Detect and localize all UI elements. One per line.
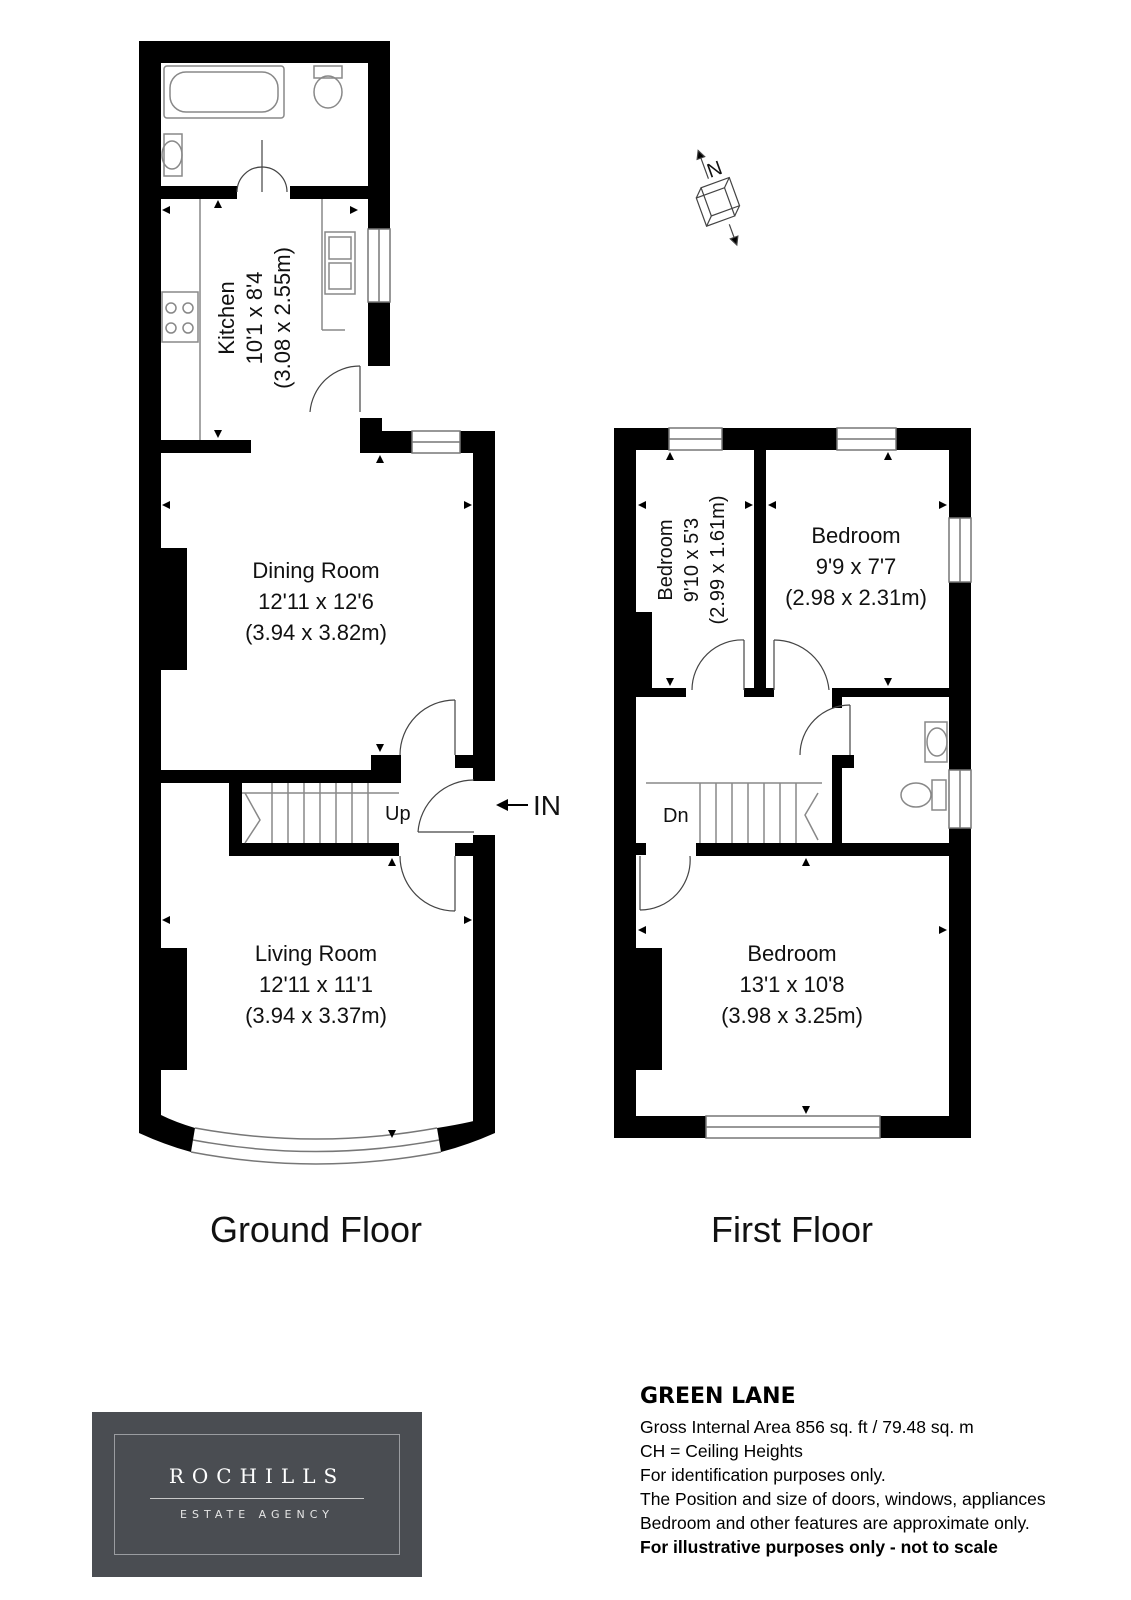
first-floor-doors	[639, 639, 851, 911]
kitchen-name: Kitchen	[214, 281, 239, 354]
agency-logo: ROCHILLS ESTATE AGENCY	[92, 1412, 422, 1577]
living-metric: (3.94 x 3.37m)	[245, 1003, 387, 1028]
logo-brand: ROCHILLS	[168, 1464, 346, 1488]
info-disclaimer: For illustrative purposes only - not to …	[640, 1537, 998, 1557]
main-bedroom-name: Bedroom	[747, 941, 836, 966]
info-line-ch: CH = Ceiling Heights	[640, 1441, 803, 1461]
small-bedroom-label: Bedroom 9'10 x 5'3 (2.99 x 1.61m)	[655, 496, 729, 625]
property-info: GREEN LANE Gross Internal Area 856 sq. f…	[640, 1384, 1130, 1559]
ground-floor-fixtures	[161, 65, 399, 844]
first-floor-windows	[668, 427, 972, 1139]
dining-name: Dining Room	[252, 558, 379, 583]
dining-imperial: 12'11 x 12'6	[258, 589, 374, 614]
stairs-up-label: Up	[385, 803, 411, 825]
ground-floor-windows	[190, 228, 461, 1165]
property-title: GREEN LANE	[640, 1384, 796, 1409]
small-bedroom-imperial: 9'10 x 5'3	[681, 518, 703, 602]
small-bedroom-name: Bedroom	[655, 519, 677, 600]
ground-floor-walls	[139, 41, 495, 1152]
dimension-markers	[162, 200, 947, 1138]
living-name: Living Room	[255, 941, 377, 966]
mid-bedroom-metric: (2.98 x 2.31m)	[785, 585, 927, 610]
logo-frame	[114, 1434, 400, 1555]
ground-floor-doors	[236, 140, 475, 912]
small-bedroom-metric: (2.99 x 1.61m)	[707, 496, 729, 625]
info-line-position: The Position and size of doors, windows,…	[640, 1489, 1046, 1509]
ground-floor-title: Ground Floor	[210, 1209, 422, 1250]
entrance-label: IN	[533, 790, 561, 821]
entrance-arrow	[496, 799, 528, 811]
main-bedroom-imperial: 13'1 x 10'8	[739, 972, 844, 997]
main-bedroom-metric: (3.98 x 3.25m)	[721, 1003, 863, 1028]
kitchen-metric: (3.08 x 2.55m)	[270, 247, 295, 389]
mid-bedroom-name: Bedroom	[811, 523, 900, 548]
compass-label: N	[704, 157, 725, 183]
north-compass-icon	[695, 149, 741, 247]
first-floor-walls	[614, 428, 971, 1138]
living-imperial: 12'11 x 11'1	[259, 972, 373, 997]
dining-metric: (3.94 x 3.82m)	[245, 620, 387, 645]
logo-subtitle: ESTATE AGENCY	[180, 1508, 334, 1521]
info-line-identification: For identification purposes only.	[640, 1465, 886, 1485]
kitchen-label: Kitchen 10'1 x 8'4 (3.08 x 2.55m)	[214, 247, 295, 389]
logo-divider	[150, 1498, 364, 1499]
first-floor-fixtures	[646, 721, 948, 843]
mid-bedroom-imperial: 9'9 x 7'7	[816, 554, 897, 579]
first-floor-title: First Floor	[711, 1209, 873, 1250]
info-line-area: Gross Internal Area 856 sq. ft / 79.48 s…	[640, 1417, 974, 1437]
kitchen-imperial: 10'1 x 8'4	[242, 272, 267, 365]
info-line-approximate: Bedroom and other features are approxima…	[640, 1513, 1030, 1533]
stairs-down-label: Dn	[663, 805, 689, 827]
